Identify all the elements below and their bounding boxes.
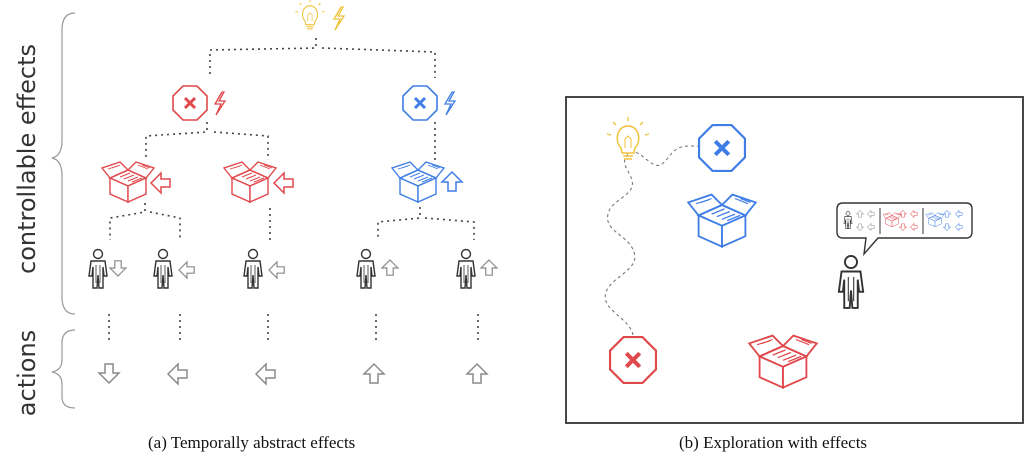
agent-node-3	[243, 248, 285, 289]
tree-edges	[108, 38, 479, 342]
exploration-path	[604, 145, 709, 336]
agent-node-2	[153, 248, 195, 289]
arrow-up-icon	[363, 363, 385, 384]
speech-bubble	[836, 202, 973, 257]
arrow-left-icon	[268, 261, 285, 279]
stop-sign-icon	[699, 125, 745, 171]
box-icon	[101, 161, 155, 203]
box-icon	[391, 161, 445, 203]
stop-sign-icon	[171, 84, 209, 122]
lightbulb-icon	[294, 0, 326, 30]
lightning-icon	[444, 91, 456, 116]
arrow-down-icon	[109, 260, 127, 277]
arrow-left-icon	[167, 363, 188, 385]
person-icon	[153, 248, 173, 289]
box-icon	[223, 161, 277, 203]
agent-node-4	[356, 248, 399, 289]
stop-sign-icon	[610, 337, 656, 383]
actions-label: actions	[13, 329, 41, 417]
arrow-down-icon	[98, 363, 120, 384]
brace-controllable-effects	[51, 12, 76, 315]
lightning-icon	[333, 6, 345, 31]
agent-node-5	[456, 248, 498, 289]
red-box-node-2	[223, 161, 294, 203]
person-icon	[243, 248, 263, 289]
arrow-up-icon	[381, 259, 399, 276]
person-icon	[456, 248, 476, 289]
scene-red-stop	[610, 337, 656, 383]
scene-blue-stop	[699, 125, 745, 171]
agent-node-1	[88, 248, 127, 289]
arrow-left-icon	[255, 363, 276, 385]
red-box-node-1	[101, 161, 171, 203]
stop-sign-icon	[401, 84, 439, 122]
actions-row	[98, 363, 488, 385]
caption-a: (a) Temporally abstract effects	[148, 433, 356, 452]
arrow-left-icon	[150, 172, 171, 194]
lightning-icon	[214, 91, 226, 116]
blue-box-node	[391, 161, 463, 203]
red-stop-node	[171, 84, 226, 122]
arrow-up-icon	[480, 259, 498, 276]
brace-actions	[51, 329, 76, 409]
person-icon	[88, 248, 108, 289]
arrow-left-icon	[273, 172, 294, 194]
arrow-left-icon	[178, 261, 195, 279]
arrow-up-icon	[441, 171, 463, 192]
blue-stop-node	[401, 84, 456, 122]
caption-b: (b) Exploration with effects	[679, 433, 868, 452]
root-node	[294, 0, 345, 31]
arrow-up-icon	[466, 363, 488, 384]
controllable-effects-label: controllable effects	[13, 43, 41, 274]
person-icon	[356, 248, 376, 289]
